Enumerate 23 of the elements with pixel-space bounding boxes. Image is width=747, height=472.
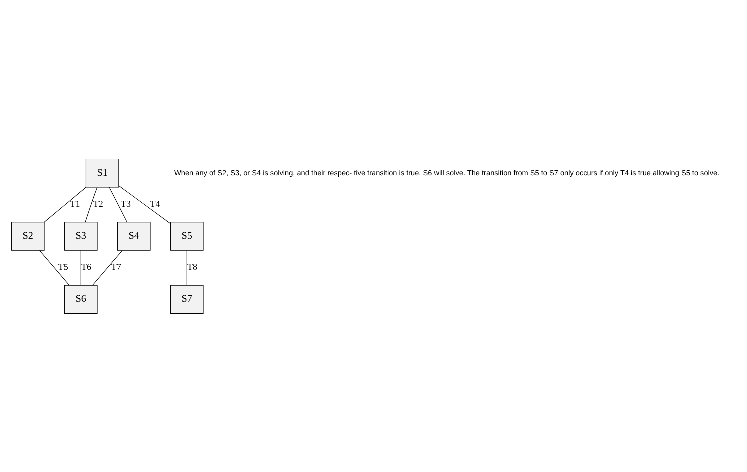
- node-box: S3: [64, 222, 98, 250]
- edge-label: T7: [111, 262, 122, 272]
- connector: [85, 186, 98, 222]
- connector: [80, 250, 82, 286]
- node-box: S2: [12, 222, 45, 250]
- node-box: S4: [118, 222, 151, 250]
- node-box: S7: [170, 284, 204, 314]
- edge-label: T5: [58, 262, 68, 272]
- edge-label: T8: [188, 262, 198, 272]
- node-box: S5: [170, 222, 204, 250]
- connector: [186, 250, 188, 286]
- edge-label: T1: [70, 198, 80, 209]
- connector: [118, 185, 171, 224]
- node-box: S1: [86, 158, 120, 188]
- edge-label: T2: [93, 198, 104, 209]
- node-box: S6: [64, 284, 98, 314]
- edge-label: T6: [82, 262, 92, 272]
- connector: [92, 250, 123, 286]
- connector: [40, 250, 70, 286]
- edge-label: T3: [120, 198, 131, 209]
- connector: [109, 186, 128, 222]
- connector: [44, 186, 87, 222]
- edge-label: T4: [150, 198, 160, 209]
